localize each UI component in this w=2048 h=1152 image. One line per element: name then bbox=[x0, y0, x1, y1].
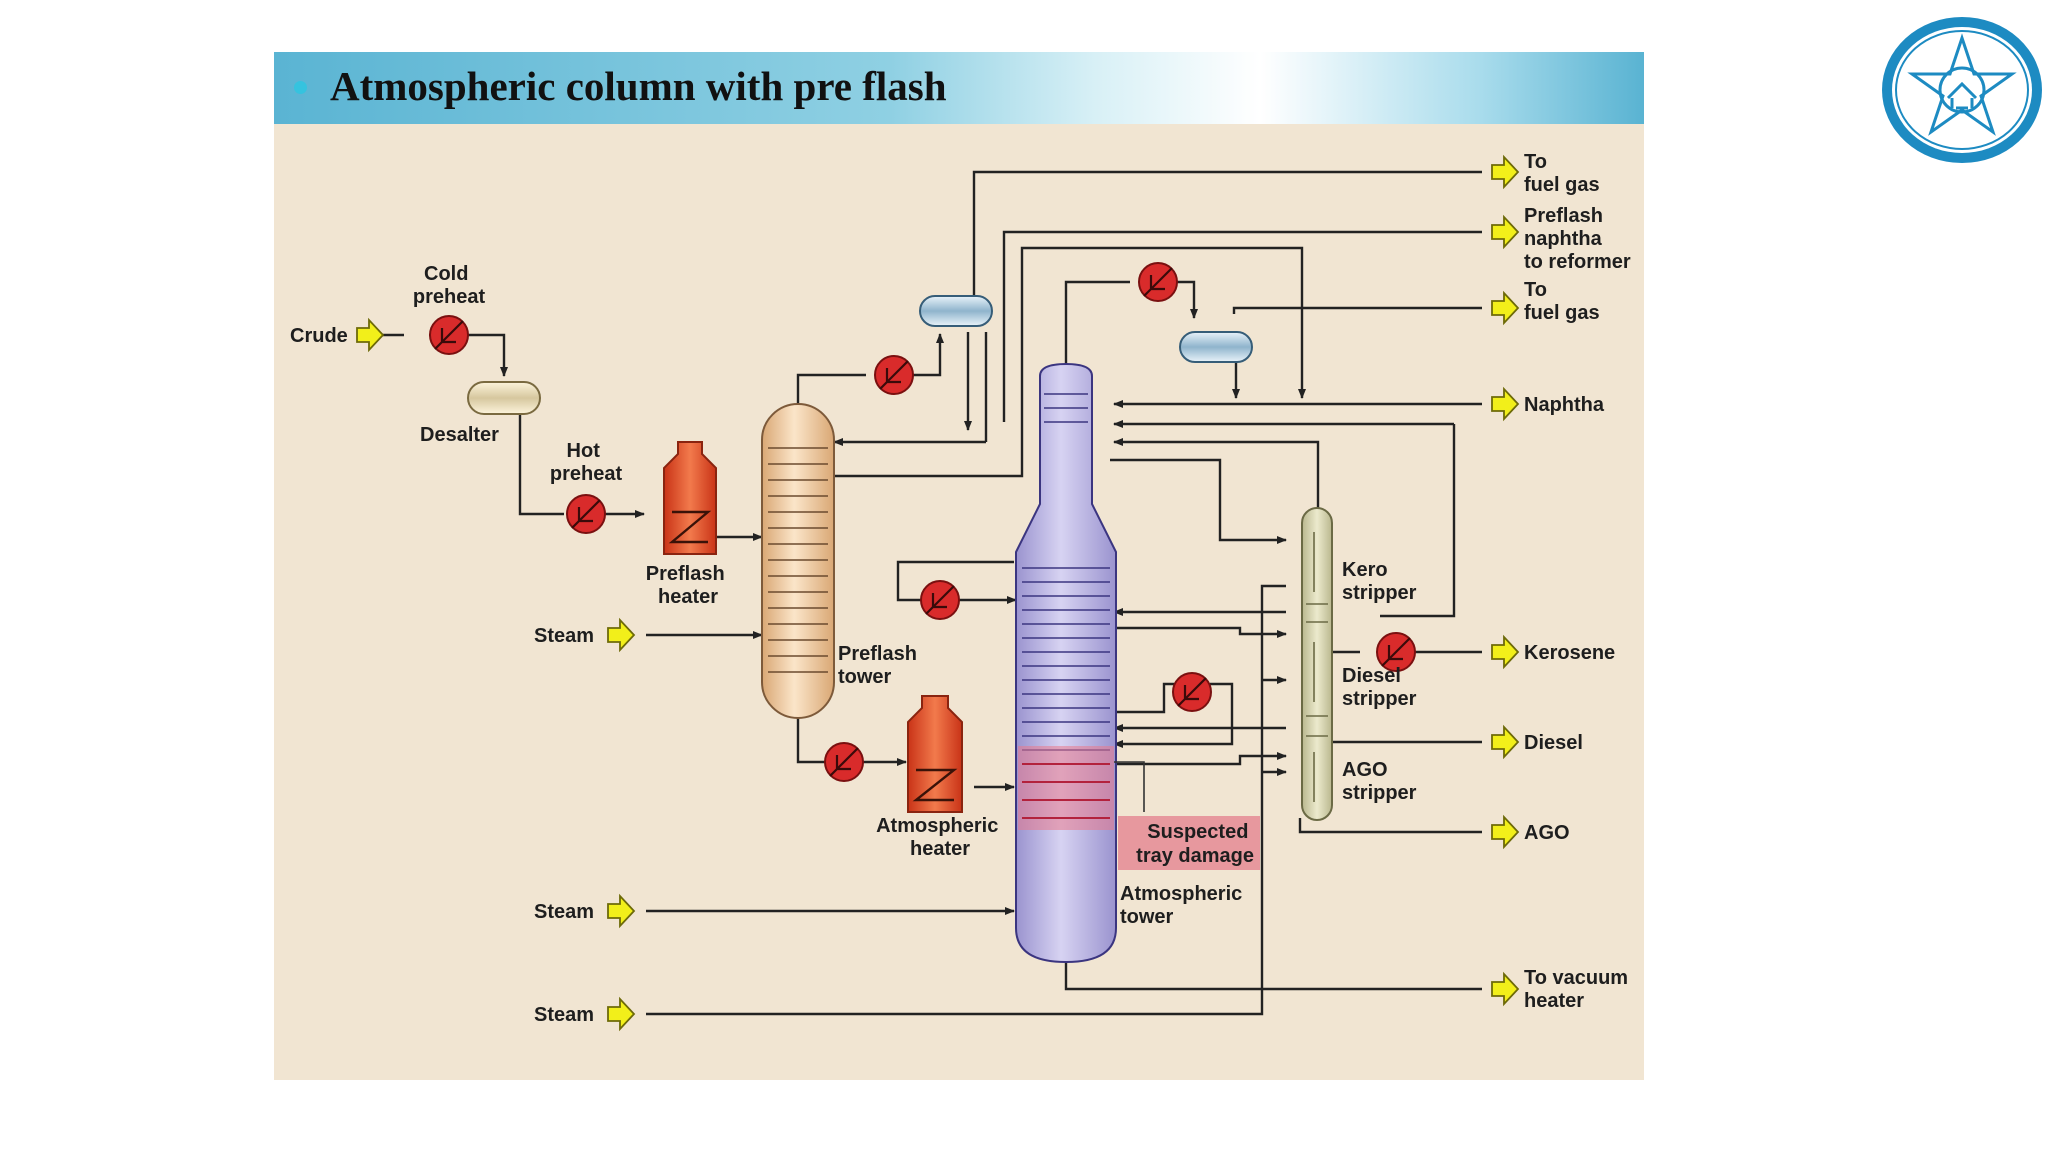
diagram-labels: Crude Steam Steam Steam Cold preheat Des… bbox=[290, 151, 1634, 1026]
exchanger-hot-preheat bbox=[566, 494, 606, 534]
line-vacuum-out bbox=[1064, 957, 1482, 991]
heat-exchangers bbox=[429, 262, 1416, 782]
exchanger-upper-pumparound bbox=[920, 580, 960, 620]
label-ago: AGO bbox=[1524, 822, 1570, 844]
line-kero-pumparound bbox=[1380, 424, 1456, 618]
label-steam-3: Steam bbox=[534, 1004, 594, 1026]
label-atmospheric-heater: Atmospheric heater bbox=[876, 815, 1004, 860]
arrow-kerosene bbox=[1491, 634, 1520, 670]
label-cold-preheat: Cold preheat bbox=[413, 263, 486, 308]
flow-lines bbox=[377, 170, 1482, 1016]
side-stripper bbox=[1301, 507, 1333, 821]
label-naphtha: Naphtha bbox=[1524, 394, 1605, 416]
label-steam-1: Steam bbox=[534, 625, 594, 647]
arrow-ago bbox=[1491, 814, 1520, 850]
title-bullet bbox=[294, 81, 307, 94]
line-preflash-bottoms bbox=[796, 718, 834, 764]
exchanger-atm-overhead bbox=[1138, 262, 1178, 302]
stream-arrows bbox=[356, 154, 1520, 1032]
exchanger-crude-feed bbox=[824, 742, 864, 782]
line-ago-out bbox=[1298, 818, 1482, 834]
atmospheric-tower bbox=[1015, 362, 1145, 964]
label-fuel-gas-1: To fuel gas bbox=[1524, 151, 1600, 196]
label-atmospheric-tower: Atmospheric tower bbox=[1120, 883, 1248, 928]
slide-panel: Atmospheric column with pre flash bbox=[274, 52, 1644, 1080]
exchanger-lower-pumparound bbox=[1172, 672, 1212, 712]
process-flow-diagram: Crude Steam Steam Steam Cold preheat Des… bbox=[290, 151, 1634, 1032]
label-preflash-naphtha: Preflash naphtha to reformer bbox=[1524, 205, 1631, 273]
arrow-crude-in bbox=[356, 317, 385, 353]
label-ago-stripper: AGO stripper bbox=[1342, 759, 1417, 804]
line-lower-pa-return bbox=[1113, 682, 1234, 748]
label-desalter: Desalter bbox=[420, 424, 499, 446]
university-seal-logo bbox=[1882, 17, 2042, 163]
suspected-damage-zone bbox=[1018, 746, 1114, 830]
preflash-tower bbox=[761, 403, 835, 719]
arrow-vacuum-heater bbox=[1491, 971, 1520, 1007]
line-upper-pa bbox=[896, 560, 1014, 602]
title-bar: Atmospheric column with pre flash bbox=[274, 52, 1644, 124]
line-preflash-vapor bbox=[834, 246, 1306, 478]
arrow-steam-3 bbox=[607, 996, 636, 1032]
arrow-diesel bbox=[1491, 724, 1520, 760]
exchanger-cold-preheat bbox=[429, 315, 469, 355]
slide-title: Atmospheric column with pre flash bbox=[330, 63, 947, 109]
label-preflash-tower: Preflash tower bbox=[838, 643, 923, 688]
desalter bbox=[467, 381, 541, 415]
line-preflash-overhead bbox=[796, 373, 866, 404]
arrow-steam-1 bbox=[607, 617, 636, 653]
atmospheric-heater bbox=[907, 695, 963, 813]
label-hot-preheat: Hot preheat bbox=[550, 440, 623, 485]
arrow-fuel-gas-1 bbox=[1491, 154, 1520, 190]
exchanger-kerosene bbox=[1376, 632, 1416, 672]
line-kero-draw bbox=[1110, 458, 1287, 544]
label-preflash-heater: Preflash heater bbox=[646, 563, 731, 608]
label-suspected-damage: Suspected tray damage bbox=[1136, 821, 1254, 867]
label-kerosene: Kerosene bbox=[1524, 642, 1615, 664]
line-kero-return bbox=[1113, 438, 1320, 512]
line-ago-draw bbox=[1110, 752, 1287, 766]
line-fuel-gas-1 bbox=[972, 170, 1482, 312]
label-crude: Crude bbox=[290, 325, 348, 347]
line-fuel-gas-2 bbox=[1232, 306, 1482, 314]
atmospheric-drum bbox=[1179, 331, 1253, 363]
suspected-damage-label-bg bbox=[1118, 816, 1260, 870]
arrow-naphtha bbox=[1491, 386, 1520, 422]
line-atm-overhead bbox=[1064, 280, 1130, 376]
line-diesel-draw bbox=[1110, 626, 1287, 638]
label-kero-stripper: Kero stripper bbox=[1342, 559, 1417, 604]
arrow-preflash-naphtha bbox=[1491, 214, 1520, 250]
preflash-drum bbox=[919, 295, 993, 327]
label-diesel-stripper: Diesel stripper bbox=[1342, 665, 1417, 710]
line-preflash-naphtha bbox=[1002, 230, 1482, 422]
arrow-steam-2 bbox=[607, 893, 636, 929]
label-diesel: Diesel bbox=[1524, 732, 1583, 754]
exchanger-preflash-overhead bbox=[874, 355, 914, 395]
preflash-heater bbox=[663, 441, 717, 555]
label-vacuum-heater: To vacuum heater bbox=[1524, 967, 1634, 1012]
line-desalter-to-hot-preheat bbox=[518, 408, 564, 516]
label-fuel-gas-2: To fuel gas bbox=[1524, 279, 1600, 324]
label-steam-2: Steam bbox=[534, 901, 594, 923]
arrow-fuel-gas-2 bbox=[1491, 290, 1520, 326]
line-steam-3 bbox=[646, 584, 1286, 1016]
